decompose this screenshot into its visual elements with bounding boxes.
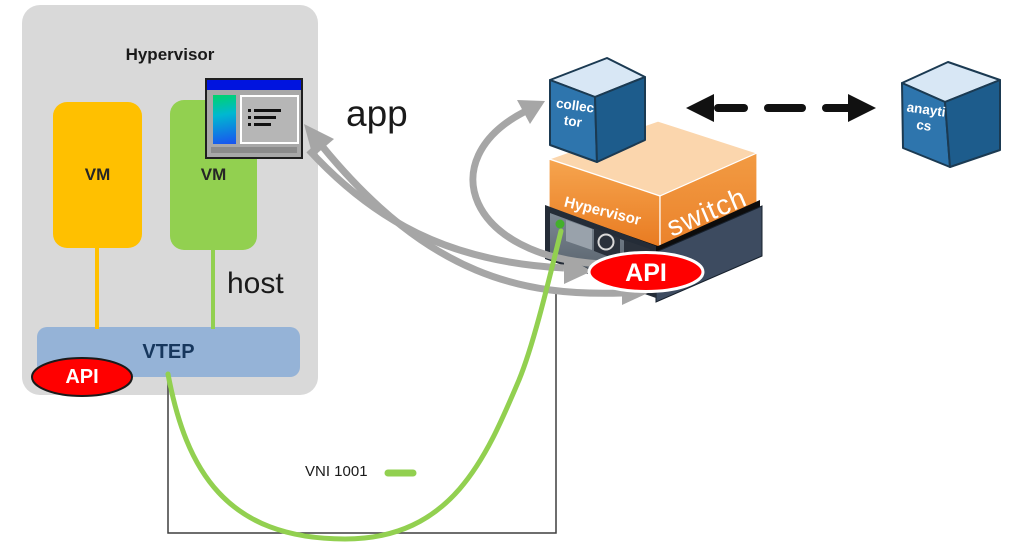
vm-green-label: VM [200, 165, 227, 184]
host-hypervisor-label: Hypervisor [125, 45, 215, 64]
physical-link-line [167, 288, 557, 534]
arrowhead-at-collector [517, 100, 545, 124]
window-titlebar [207, 80, 301, 90]
analytics-cube-right [944, 79, 1001, 168]
arrowhead-left [686, 94, 714, 122]
list-dot [248, 116, 251, 119]
vm-orange-box: VM [53, 102, 142, 248]
arrowhead-right [848, 94, 876, 122]
vm-orange-label: VM [84, 165, 111, 184]
vtep-api-label: API [65, 366, 99, 388]
switch-api-label: API [625, 259, 667, 287]
switch-led [555, 219, 565, 229]
switch-panel-port [597, 233, 615, 251]
vtep-api-ellipse [31, 357, 133, 397]
collector-cube [549, 57, 646, 163]
vni-label: VNI 1001 [305, 463, 368, 480]
arrowhead-at-app [304, 124, 334, 157]
list-line [254, 123, 271, 126]
window-list-pane [240, 95, 299, 144]
switch-api-ellipse [587, 251, 705, 293]
list-dot [248, 123, 251, 126]
list-dot [248, 109, 251, 112]
host-label: host [227, 267, 284, 300]
window-gradient-pane [213, 95, 236, 144]
vni-tunnel-curve [165, 228, 564, 542]
list-line [254, 109, 281, 112]
app-to-api-arrow [306, 147, 565, 272]
list-line [254, 116, 276, 119]
app-api-bidir-arrow [319, 143, 623, 297]
hypervisor-slab [547, 120, 759, 252]
vtep-label: VTEP [142, 340, 195, 363]
app-label: app [346, 93, 408, 134]
collector-analytics-arrow [686, 94, 876, 122]
analytics-cube [901, 61, 1001, 168]
switch-panel-slot [566, 220, 592, 250]
collector-cube-right [594, 76, 646, 163]
window-statusbar [211, 147, 297, 153]
host-box: Hypervisor VM VM host VTEP [22, 5, 318, 395]
app-window-icon [205, 78, 303, 159]
